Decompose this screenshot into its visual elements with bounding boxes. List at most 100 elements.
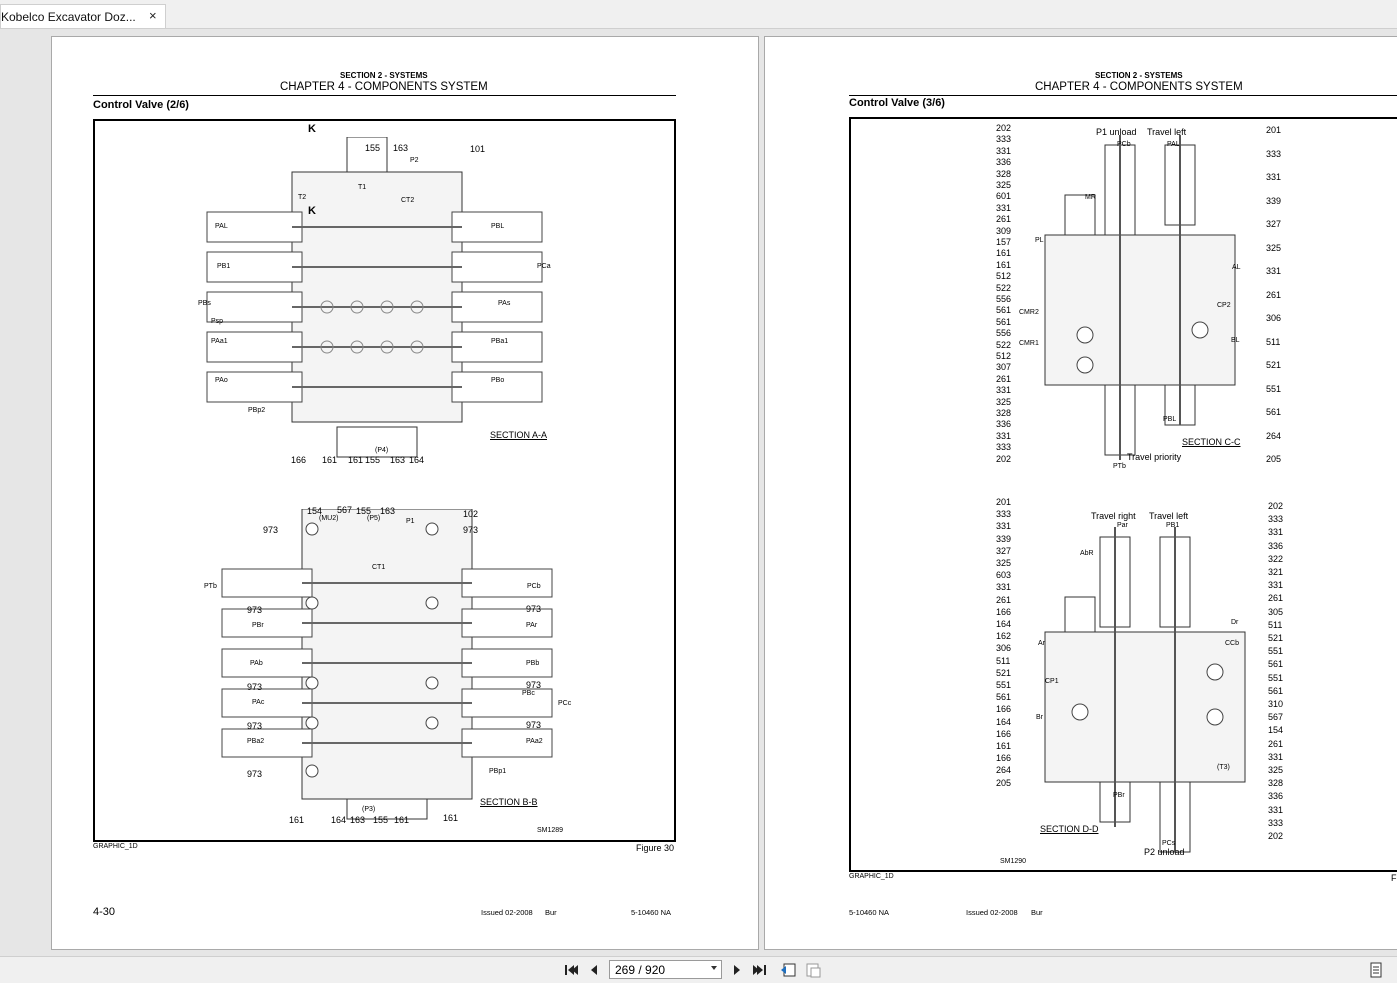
part-callout: 154 — [1268, 725, 1284, 736]
page-left: SECTION 2 - SYSTEMS CHAPTER 4 - COMPONEN… — [51, 36, 759, 950]
chapter-header: CHAPTER 4 - COMPONENTS SYSTEM — [1035, 81, 1243, 93]
part-label: 973 — [526, 720, 542, 730]
part-callout: 202 — [996, 123, 1012, 133]
part-callout: 305 — [1268, 606, 1284, 617]
section-bb-label: SECTION B-B — [480, 797, 538, 807]
part-callout: 331 — [1266, 172, 1282, 182]
chevron-down-icon[interactable] — [711, 966, 717, 970]
header-rule — [93, 95, 676, 96]
part-callout: 336 — [1268, 791, 1284, 802]
port-label: P1 — [406, 518, 415, 525]
chapter-header: CHAPTER 4 - COMPONENTS SYSTEM — [280, 81, 488, 93]
part-label: 973 — [263, 525, 279, 535]
part-callout: 556 — [996, 294, 1012, 304]
part-callout: 331 — [996, 202, 1012, 213]
port-label: CP1 — [1045, 678, 1059, 685]
port-label: PTb — [204, 583, 217, 590]
tab-bar: Kobelco Excavator Doz... × — [0, 0, 1397, 29]
issued-date: Issued 02-2008 — [966, 908, 1018, 917]
part-callout: 331 — [996, 521, 1012, 532]
part-label: 161 — [348, 455, 364, 465]
part-callout: 325 — [996, 180, 1012, 190]
part-callout: 264 — [996, 765, 1012, 776]
page-layout-icon[interactable] — [1367, 961, 1385, 979]
document-tab[interactable]: Kobelco Excavator Doz... × — [0, 4, 166, 28]
part-callout: 333 — [1268, 817, 1284, 828]
port-label: Ar — [1038, 640, 1045, 647]
port-label: BL — [1231, 337, 1240, 344]
section-aa-diagram — [206, 137, 543, 458]
part-label: 155 — [356, 506, 372, 516]
next-page-icon[interactable] — [728, 961, 746, 979]
bur-label: Bur — [545, 908, 557, 917]
port-label: PBa2 — [247, 738, 265, 745]
next-view-icon[interactable] — [804, 961, 822, 979]
part-label: 101 — [470, 144, 486, 154]
part-callout: 306 — [1266, 313, 1282, 323]
part-callout: 201 — [996, 497, 1012, 507]
doc-number: 5-10460 NA — [849, 908, 890, 917]
previous-view-icon[interactable] — [779, 961, 797, 979]
part-label: 155 — [373, 815, 389, 825]
sm-code: SM1289 — [537, 827, 564, 834]
part-callout: 551 — [1268, 672, 1284, 683]
port-label: PBr — [252, 622, 264, 629]
part-label: 161 — [289, 815, 305, 825]
part-callout: 328 — [996, 408, 1012, 418]
section-aa-label: SECTION A-A — [490, 430, 548, 440]
part-callout: 162 — [996, 631, 1012, 642]
part-callout: 331 — [1268, 580, 1284, 591]
part-callout: 601 — [996, 191, 1012, 202]
part-callout: 327 — [1266, 219, 1282, 229]
part-callout: 331 — [996, 582, 1012, 593]
part-callout: 261 — [1266, 289, 1282, 300]
port-label: MR — [1085, 194, 1096, 201]
port-label: CP2 — [1217, 302, 1231, 309]
part-label: 973 — [247, 605, 263, 615]
part-label: 973 — [247, 721, 263, 731]
port-label: PAr — [526, 622, 538, 629]
previous-page-icon[interactable] — [585, 961, 603, 979]
part-callout: 336 — [996, 157, 1012, 168]
part-label: 155 — [365, 455, 381, 465]
part-callout: 261 — [1268, 738, 1284, 749]
part-label: 155 — [365, 143, 381, 153]
page-number-select[interactable]: 269 / 920 — [609, 960, 722, 979]
document-viewer[interactable]: SECTION 2 - SYSTEMS CHAPTER 4 - COMPONEN… — [0, 29, 1397, 956]
port-label: PCb — [1117, 141, 1131, 148]
port-label: PAo — [215, 377, 228, 384]
part-callout: 333 — [996, 134, 1012, 145]
part-callout: 205 — [996, 777, 1012, 788]
port-label: PBa1 — [491, 338, 509, 345]
port-label: CT1 — [372, 564, 386, 571]
port-label: PAL — [215, 223, 228, 230]
part-callout: 331 — [1266, 266, 1282, 276]
port-label: PB1 — [1166, 522, 1180, 529]
port-label: Psp — [211, 318, 224, 325]
part-callout: 561 — [1268, 659, 1284, 670]
part-label: 154 — [307, 506, 323, 516]
last-page-icon[interactable] — [751, 961, 769, 979]
port-label: PL — [1035, 237, 1044, 244]
part-callout: 161 — [996, 259, 1012, 270]
page-number: 4-30 — [93, 906, 116, 918]
diagram-label: Travel left — [1149, 511, 1189, 521]
page-title: Control Valve (2/6) — [93, 99, 189, 111]
part-callout: 164 — [996, 716, 1012, 727]
part-callout: 322 — [1268, 553, 1284, 564]
port-label: AL — [1232, 264, 1241, 271]
port-label: PCb — [527, 583, 541, 590]
port-label: (T3) — [1217, 764, 1230, 771]
part-callout: 325 — [1268, 765, 1284, 775]
port-label: PBr — [1113, 792, 1125, 799]
part-callout: 331 — [1268, 527, 1284, 538]
part-callout: 556 — [996, 328, 1012, 339]
port-label: (P3) — [362, 806, 376, 813]
port-label: (MU2) — [319, 515, 339, 522]
part-label: 164 — [409, 455, 425, 465]
port-label: PCc — [558, 700, 572, 707]
port-label: PBb — [526, 660, 540, 667]
first-page-icon[interactable] — [562, 961, 580, 979]
graphic-code: GRAPHIC_1D — [93, 843, 138, 850]
close-icon[interactable]: × — [149, 8, 157, 23]
